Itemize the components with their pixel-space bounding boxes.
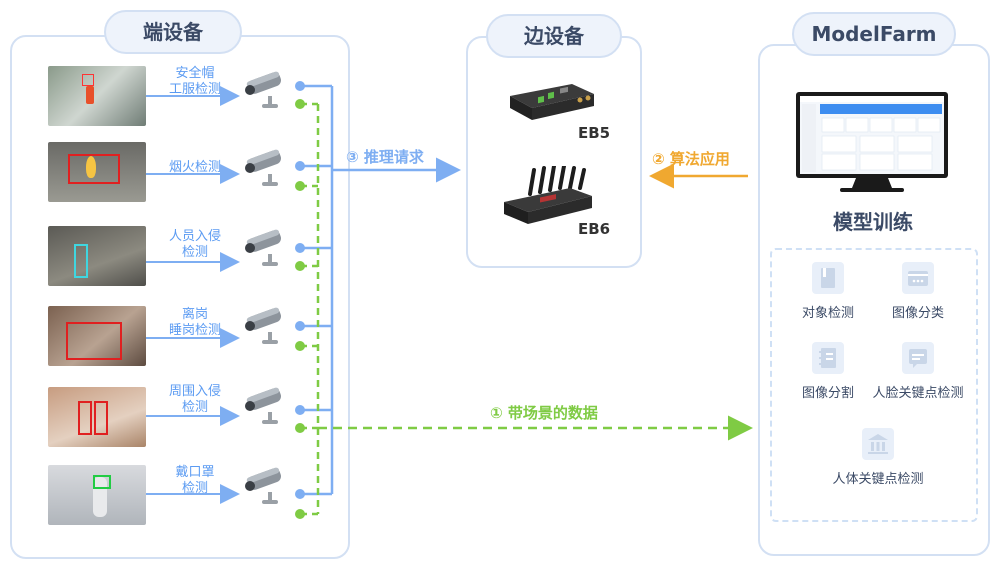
inference-request-label: ③ 推理请求 xyxy=(346,148,424,166)
camera-icon-1 xyxy=(245,70,283,108)
eb5-label: EB5 xyxy=(578,124,611,142)
scene-thumb-fire xyxy=(48,142,146,202)
monitor-image xyxy=(796,92,948,192)
notebook-icon xyxy=(812,342,844,374)
modelfarm-title: ModelFarm xyxy=(792,12,956,56)
eb6-label: EB6 xyxy=(578,220,611,238)
eb5-device-image xyxy=(510,84,594,120)
model-training-label: 模型训练 xyxy=(833,210,913,234)
scene-data-label: ① 带场景的数据 xyxy=(490,404,598,422)
camera-icon-4 xyxy=(245,306,283,344)
book-icon xyxy=(812,262,844,294)
bank-icon xyxy=(862,428,894,460)
algorithm-application-label: ② 算法应用 xyxy=(652,150,730,168)
end-device-label-4: 离岗 睡岗检测 xyxy=(168,307,221,338)
task-image-classification: 图像分类 xyxy=(858,262,978,321)
end-device-label-1: 安全帽 工服检测 xyxy=(168,66,221,97)
scene-thumb-perimeter xyxy=(48,387,146,447)
task-object-detection: 对象检测 xyxy=(768,262,888,321)
end-device-label-3: 人员入侵 检测 xyxy=(168,229,221,260)
end-device-label-2: 烟火检测 xyxy=(168,160,221,175)
camera-icon-5 xyxy=(245,386,283,424)
edge-devices-title: 边设备 xyxy=(486,14,622,58)
card-icon xyxy=(902,262,934,294)
task-image-segmentation: 图像分割 xyxy=(768,342,888,401)
camera-icon-2 xyxy=(245,148,283,186)
eb6-device-image xyxy=(504,166,592,224)
end-device-label-6: 戴口罩 检测 xyxy=(175,465,215,496)
face-doc-icon xyxy=(902,342,934,374)
scene-thumb-intrusion xyxy=(48,226,146,286)
task-body-keypoint: 人体关键点检测 xyxy=(818,428,938,487)
scene-thumb-mask xyxy=(48,465,146,525)
camera-icon-6 xyxy=(245,466,283,504)
end-devices-title: 端设备 xyxy=(104,10,242,54)
scene-thumb-helmet xyxy=(48,66,146,126)
end-device-label-5: 周围入侵 检测 xyxy=(168,384,221,415)
camera-icon-3 xyxy=(245,228,283,266)
edge-devices-panel xyxy=(466,36,642,268)
task-list-box xyxy=(770,248,978,522)
task-face-keypoint: 人脸关键点检测 xyxy=(858,342,978,401)
scene-thumb-sleeping xyxy=(48,306,146,366)
